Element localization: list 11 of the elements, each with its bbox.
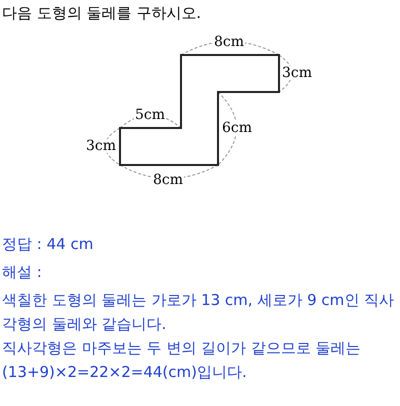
answer-text: 정답 : 44 cm bbox=[2, 234, 94, 255]
explanation-heading: 해설 : bbox=[2, 262, 43, 283]
dimension-label: 8cm bbox=[212, 35, 246, 49]
explanation-text: 직사각형은 마주보는 두 변의 길이가 같으므로 둘레는 (13+9)×2=22×2=44(cm)입니다. bbox=[2, 338, 362, 383]
explanation-text: 색칠한 도형의 둘레는 가로가 13 cm, 세로가 9 cm인 직사각형의 둘레와 같습니다. bbox=[2, 290, 396, 335]
dimension-label: 5cm bbox=[134, 108, 166, 122]
question-text: 다음 도형의 둘레를 구하시오. bbox=[2, 3, 202, 24]
dimension-label: 8cm bbox=[152, 173, 184, 187]
dimension-label: 6cm bbox=[220, 121, 254, 135]
dimension-label: 3cm bbox=[280, 66, 314, 80]
dimension-label: 3cm bbox=[84, 139, 118, 153]
